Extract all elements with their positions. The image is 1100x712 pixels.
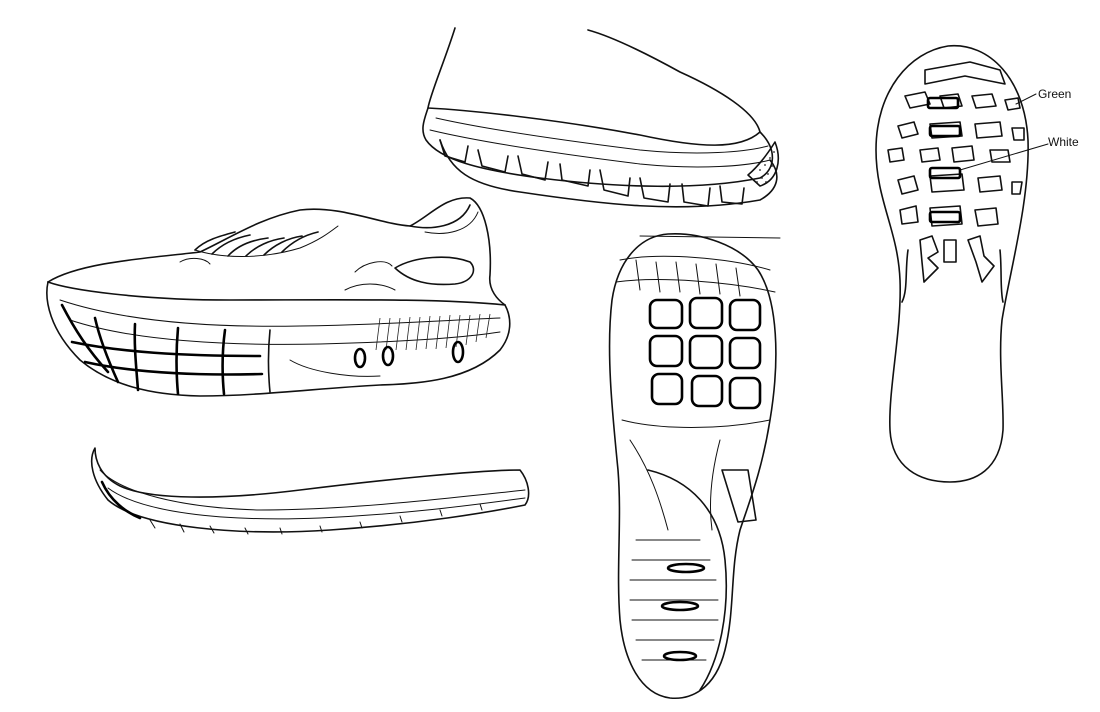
white-inserts bbox=[926, 96, 962, 224]
shoe-three-quarter-view bbox=[46, 197, 511, 397]
shoe-side-on-foot bbox=[422, 27, 779, 208]
white-leader-line bbox=[959, 143, 1049, 171]
tread-pattern-view: Green White bbox=[875, 45, 1079, 483]
label-white: White bbox=[1048, 135, 1079, 149]
green-leader-line bbox=[1015, 93, 1037, 105]
sole-side-profile bbox=[91, 447, 530, 535]
tread-lugs bbox=[887, 61, 1025, 283]
outsole-bottom-view bbox=[608, 233, 781, 700]
toe-stipple bbox=[756, 151, 775, 183]
forefoot-pods bbox=[648, 296, 762, 410]
label-green: Green bbox=[1038, 87, 1071, 101]
